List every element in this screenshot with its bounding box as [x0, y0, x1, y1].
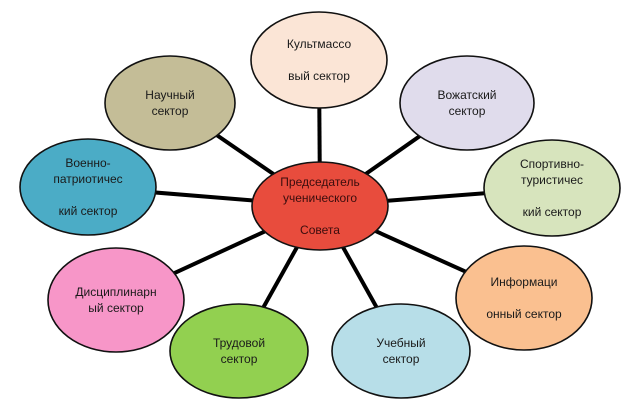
- sector-node-kultmass-ellipse: [250, 11, 388, 109]
- sector-node-vozhatsky-label-line: Вожатский: [438, 88, 497, 102]
- sector-node-trudovoy-label-line: Трудовой: [213, 336, 265, 350]
- sector-node-nauchny-ellipse: [104, 55, 236, 151]
- center-node-chairman-ellipse: [251, 161, 389, 251]
- sector-node-trudovoy: Трудовой сектор: [169, 303, 309, 399]
- sector-node-voenno-ellipse: [19, 138, 157, 236]
- sector-node-uchebny-ellipse: [331, 303, 471, 399]
- sector-node-discipl-ellipse: [47, 247, 185, 353]
- sector-node-kultmass-label-line: Культмассо: [287, 37, 352, 51]
- sector-node-sport: Спортивно-туристичес кий сектор: [483, 139, 621, 237]
- sector-node-inform: Информаци онный сектор: [455, 245, 593, 351]
- sector-node-vozhatsky: Вожатский сектор: [399, 55, 535, 151]
- sector-node-sport-label-line: туристичес: [521, 173, 583, 187]
- sector-node-vozhatsky-ellipse: [399, 55, 535, 151]
- sector-node-uchebny: Учебный сектор: [331, 303, 471, 399]
- sector-node-discipl-label-line: ый сектор: [88, 301, 144, 315]
- sector-node-inform-label-line: Информаци: [491, 275, 558, 289]
- sector-node-voenno-label-line: кий сектор: [59, 204, 118, 218]
- sector-node-uchebny-label-line: Учебный: [376, 336, 425, 350]
- sector-node-voenno: Военно-патриотичес кий сектор: [19, 138, 157, 236]
- sector-node-vozhatsky-label-line: сектор: [449, 104, 486, 118]
- sector-node-inform-label-line: онный сектор: [486, 307, 562, 321]
- center-node-chairman-label-line: ученического: [283, 191, 357, 205]
- sector-node-nauchny-label-line: сектор: [152, 104, 189, 118]
- center-node-chairman-label-line: Председатель: [280, 175, 359, 189]
- sector-node-trudovoy-ellipse: [169, 303, 309, 399]
- sector-node-inform-ellipse: [455, 245, 593, 351]
- sector-node-sport-label-line: кий сектор: [523, 205, 582, 219]
- sector-node-nauchny: Научный сектор: [104, 55, 236, 151]
- sector-node-voenno-label-line: Военно-: [65, 156, 110, 170]
- sector-node-sport-ellipse: [483, 139, 621, 237]
- sector-node-trudovoy-label-line: сектор: [221, 352, 258, 366]
- sector-node-sport-label-line: Спортивно-: [520, 157, 584, 171]
- center-node-chairman-label-line: Совета: [300, 223, 340, 237]
- sector-node-nauchny-label-line: Научный: [145, 88, 194, 102]
- sector-node-voenno-label-line: патриотичес: [53, 172, 122, 186]
- sector-node-uchebny-label-line: сектор: [383, 352, 420, 366]
- sector-node-kultmass-label-line: вый сектор: [288, 69, 350, 83]
- sector-node-kultmass: Культмассо вый сектор: [250, 11, 388, 109]
- sector-node-discipl: Дисциплинарн ый сектор: [47, 247, 185, 353]
- sector-node-discipl-label-line: Дисциплинарн: [75, 285, 156, 299]
